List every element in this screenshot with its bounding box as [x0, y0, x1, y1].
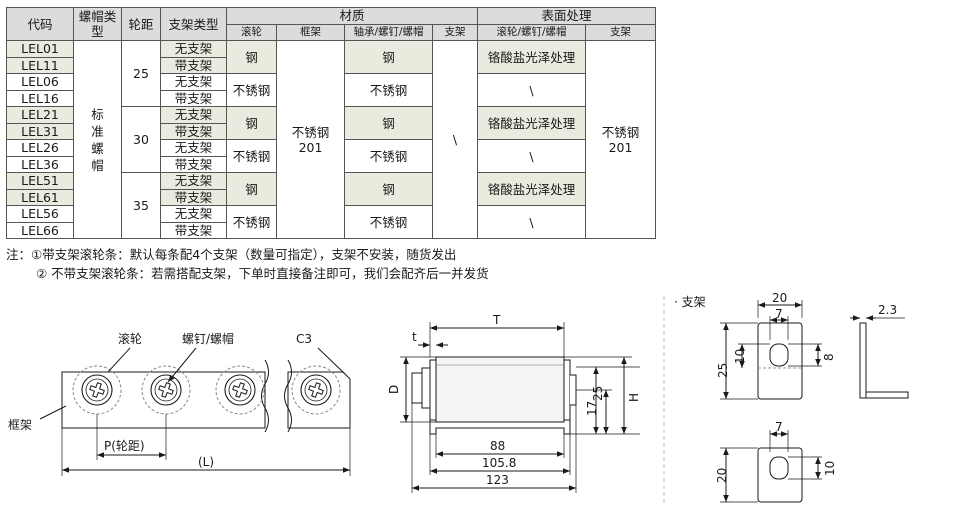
frame-material-cell: 不锈钢 201	[276, 40, 345, 239]
dim-D: D	[387, 385, 401, 394]
code-cell: LEL31	[6, 122, 74, 140]
header-code: 代码	[6, 7, 74, 41]
frame-material: 不锈钢 201	[291, 124, 330, 155]
header-bracket-type: 支架类型	[160, 7, 227, 41]
nut-type-value: 标准螺帽	[91, 106, 104, 173]
code-cell: LEL06	[6, 73, 74, 91]
bracket-dim-10-top: 10	[733, 349, 747, 364]
dim-t: t	[412, 330, 417, 344]
roller-surface-cell: 铬酸盐光泽处理	[477, 172, 586, 206]
bracket-title: · 支架	[674, 295, 706, 309]
bracket-cell: 带支架	[160, 221, 227, 239]
dim-105-8: 105.8	[482, 456, 516, 470]
dim-123: 123	[486, 473, 509, 487]
roller-material-cell: 钢	[226, 172, 277, 206]
label-frame: 框架	[8, 418, 32, 432]
bracket-dim-25: 25	[716, 363, 730, 378]
bracket-cell: 无支架	[160, 205, 227, 223]
note-2: ② 不带支架滚轮条：若需搭配支架，下单时直接备注即可，我们会配齐后一并发货	[36, 266, 489, 281]
label-pitch: P(轮距)	[104, 439, 145, 453]
dim-17: 17	[585, 401, 599, 416]
roller-surface-cell: \	[477, 73, 586, 107]
front-view: 滚轮 螺钉/螺帽 C3 框架 P(轮距) (L)	[8, 331, 351, 476]
roller-material-cell: 钢	[226, 40, 277, 74]
bracket-views: · 支架 20 7 25 10 8 2.3	[674, 291, 909, 503]
code-cell: LEL66	[6, 221, 74, 239]
label-c3: C3	[296, 332, 312, 346]
label-screw: 螺钉/螺帽	[182, 331, 234, 346]
bracket-material-cell: \	[432, 40, 478, 239]
dim-25: 25	[591, 386, 605, 401]
header-surf-roller: 滚轮/螺钉/螺帽	[477, 23, 586, 41]
bracket-cell: 带支架	[160, 122, 227, 140]
roller-surface-cell: 铬酸盐光泽处理	[477, 106, 586, 140]
bearing-material-cell: 不锈钢	[344, 205, 433, 239]
code-cell: LEL51	[6, 172, 74, 190]
bracket-surface-cell: 不锈钢 201	[585, 40, 656, 239]
bracket-surface: 不锈钢 201	[601, 124, 640, 155]
header-mat-frame: 框架	[276, 23, 345, 41]
bracket-cell: 无支架	[160, 172, 227, 190]
dim-H: H	[627, 393, 641, 402]
roller-material-cell: 不锈钢	[226, 205, 277, 239]
bracket-dim-7-bot: 7	[775, 420, 783, 434]
header-surface: 表面处理	[477, 7, 656, 25]
header-mat-bracket: 支架	[432, 23, 478, 41]
nut-type-cell: 标准螺帽	[73, 40, 122, 239]
code-cell: LEL11	[6, 56, 74, 74]
bracket-dim-20-bot: 20	[715, 468, 729, 483]
header-material: 材质	[226, 7, 478, 25]
roller-surface-cell: \	[477, 139, 586, 173]
spec-table: 代码 螺帽类型 轮距 支架类型 材质 表面处理 滚轮 框架 轴承/螺钉/螺帽 支…	[6, 7, 656, 239]
side-view: T t D 25 17 H 88 105.8 123	[387, 313, 641, 493]
notes: 注：①带支架滚轮条：默认每条配4个支架（数量可指定），支架不安装，随货发出 ② …	[6, 245, 489, 283]
dim-T: T	[492, 313, 501, 327]
roller-material-cell: 钢	[226, 106, 277, 140]
label-roller: 滚轮	[118, 331, 142, 346]
bracket-cell: 带支架	[160, 155, 227, 173]
bracket-dim-8: 8	[822, 353, 836, 361]
bracket-dim-20-top: 20	[772, 291, 787, 305]
header-pitch: 轮距	[121, 7, 161, 41]
header-mat-roller: 滚轮	[226, 23, 277, 41]
roller-surface-cell: \	[477, 205, 586, 239]
bearing-material-cell: 钢	[344, 106, 433, 140]
bracket-cell: 无支架	[160, 40, 227, 58]
bearing-material-cell: 不锈钢	[344, 73, 433, 107]
bracket-dim-7-top: 7	[775, 307, 783, 321]
note-1: 注：①带支架滚轮条：默认每条配4个支架（数量可指定），支架不安装，随货发出	[6, 247, 457, 262]
bracket-dim-2-3: 2.3	[878, 303, 897, 317]
bracket-cell: 无支架	[160, 106, 227, 124]
pitch-cell: 25	[121, 40, 161, 107]
roller-surface-cell: 铬酸盐光泽处理	[477, 40, 586, 74]
bracket-dim-10-bot: 10	[823, 461, 837, 476]
code-cell: LEL36	[6, 155, 74, 173]
roller-material-cell: 不锈钢	[226, 73, 277, 107]
header-mat-bearing: 轴承/螺钉/螺帽	[344, 23, 433, 41]
code-cell: LEL56	[6, 205, 74, 223]
bearing-material-cell: 钢	[344, 172, 433, 206]
bracket-cell: 带支架	[160, 56, 227, 74]
label-length: (L)	[198, 455, 214, 469]
dim-88: 88	[490, 439, 505, 453]
header-surf-bracket: 支架	[585, 23, 656, 41]
code-cell: LEL01	[6, 40, 74, 58]
